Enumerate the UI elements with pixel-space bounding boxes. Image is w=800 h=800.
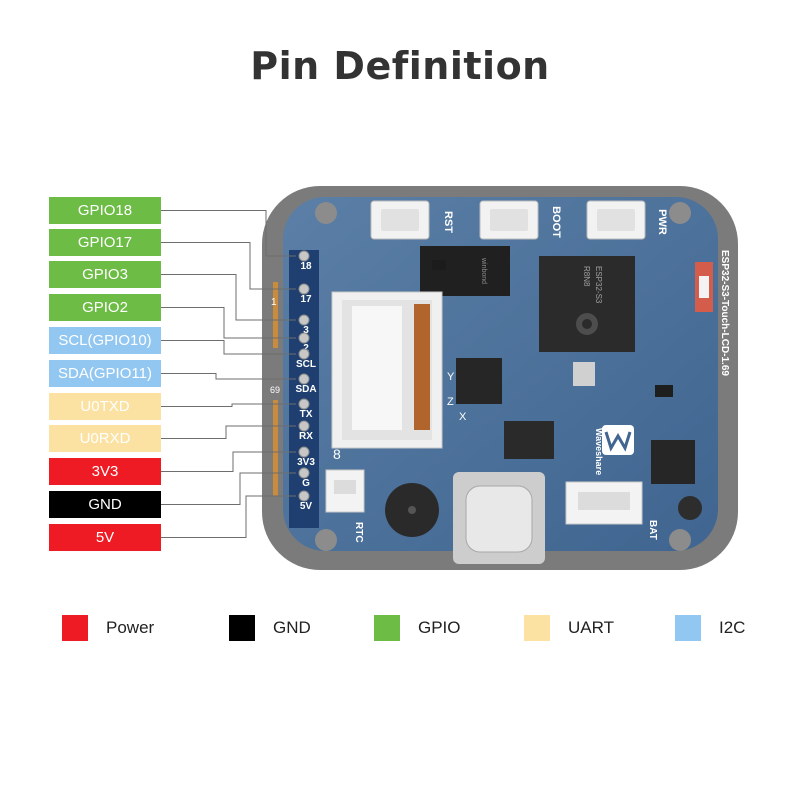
- leader-line: [161, 472, 296, 505]
- waveshare-text: Waveshare: [594, 428, 604, 475]
- pwr-button: [586, 200, 646, 240]
- header-pin: [298, 250, 310, 262]
- ic: [651, 440, 695, 484]
- header-pin: [298, 490, 310, 502]
- ic: [456, 358, 502, 404]
- header-pin: [298, 467, 310, 479]
- usb-c-port: [453, 472, 545, 564]
- header-pin-label: 18: [300, 261, 312, 272]
- pin-label: 5V: [49, 524, 161, 551]
- silk-x: X: [459, 411, 467, 423]
- esp32-chip-text-2: R8N8: [582, 266, 591, 287]
- esp32-chip: [539, 256, 635, 352]
- leader-line: [161, 274, 296, 321]
- ic: [655, 385, 673, 397]
- rst-button: [370, 200, 430, 240]
- flash-chip-marking: winbond: [480, 257, 487, 284]
- page-title: Pin Definition: [250, 44, 550, 88]
- legend-swatch: [675, 615, 701, 641]
- header-pin-label: 3: [303, 325, 309, 336]
- edge-copper: [273, 282, 278, 496]
- header-pin-label: 5V: [300, 501, 313, 512]
- legend-label: UART: [568, 618, 614, 637]
- legend-swatch: [374, 615, 400, 641]
- leader-line: [161, 242, 296, 290]
- rtc-label: RTC: [353, 522, 364, 543]
- legend-swatch: [62, 615, 88, 641]
- leader-line: [161, 210, 296, 257]
- legend-label: I2C: [719, 618, 746, 637]
- header-pin: [298, 332, 310, 344]
- pin-header-strip: [289, 250, 319, 528]
- pin-label: GPIO17: [49, 229, 161, 256]
- boot-label: BOOT: [550, 206, 562, 238]
- header-pin: [298, 314, 310, 326]
- header-pin-label: 2: [303, 343, 309, 354]
- legend-swatch: [229, 615, 255, 641]
- header-pin: [298, 446, 310, 458]
- pwr-label: PWR: [656, 209, 668, 235]
- header-pin-label: SCL: [296, 359, 316, 370]
- header-pin-label: G: [302, 478, 310, 489]
- fpc-connector: [331, 291, 443, 449]
- leader-line: [161, 403, 296, 407]
- ic: [504, 421, 554, 459]
- board-name-silkscreen: ESP32-S3-Touch-LCD-1.69: [719, 250, 730, 376]
- legend-label: GND: [273, 618, 311, 637]
- rtc-connector: [325, 469, 365, 513]
- bat-label: BAT: [647, 520, 658, 540]
- leader-line: [161, 495, 296, 538]
- pin-label: GPIO2: [49, 294, 161, 321]
- header-pin: [298, 420, 310, 432]
- header-pin: [298, 283, 310, 295]
- header-pin: [298, 373, 310, 385]
- leader-line: [161, 451, 296, 472]
- legend-label: Power: [106, 618, 155, 637]
- pin-label: GND: [49, 491, 161, 518]
- crystal: [678, 496, 702, 520]
- legend-swatch: [524, 615, 550, 641]
- buzzer-hole: [408, 506, 416, 514]
- silk-y: Y: [447, 371, 455, 383]
- pin-label: GPIO3: [49, 261, 161, 288]
- ic: [432, 260, 446, 270]
- header-pin-label: TX: [300, 409, 313, 420]
- header-pin: [298, 348, 310, 360]
- jumper-pad: [699, 276, 709, 298]
- leader-line: [161, 340, 296, 355]
- waveshare-logo: [602, 425, 634, 455]
- mount-hole-icon: [669, 529, 691, 551]
- leader-line: [161, 373, 296, 380]
- edge-mark-69: 69: [270, 385, 280, 395]
- header-pin-label: SDA: [295, 384, 316, 395]
- mount-hole-icon: [669, 202, 691, 224]
- pin-label: GPIO18: [49, 197, 161, 224]
- pin-label: U0RXD: [49, 425, 161, 452]
- header-pin-label: 3V3: [297, 457, 315, 468]
- pin-label: U0TXD: [49, 393, 161, 420]
- boot-button: [479, 200, 539, 240]
- esp32-chip-text: ESP32-S3: [594, 266, 603, 304]
- flash-chip: [420, 246, 510, 296]
- leader-lines: [161, 210, 296, 538]
- edge-mark-1: 1: [271, 297, 277, 308]
- ic: [573, 362, 595, 386]
- header-pin-label: 17: [300, 294, 312, 305]
- pin-label: SCL(GPIO10): [49, 327, 161, 354]
- silk-8: 8: [333, 446, 341, 462]
- leader-line: [161, 307, 296, 339]
- header-pin: [298, 398, 310, 410]
- header-pin-label: RX: [299, 431, 313, 442]
- mount-hole-icon: [315, 202, 337, 224]
- pin-label: 3V3: [49, 458, 161, 485]
- mount-hole-icon: [315, 529, 337, 551]
- pin-label: SDA(GPIO11): [49, 360, 161, 387]
- leader-line: [161, 425, 296, 439]
- legend-label: GPIO: [418, 618, 461, 637]
- rst-label: RST: [442, 211, 454, 233]
- bat-connector: [565, 481, 643, 525]
- silk-z: Z: [447, 396, 454, 408]
